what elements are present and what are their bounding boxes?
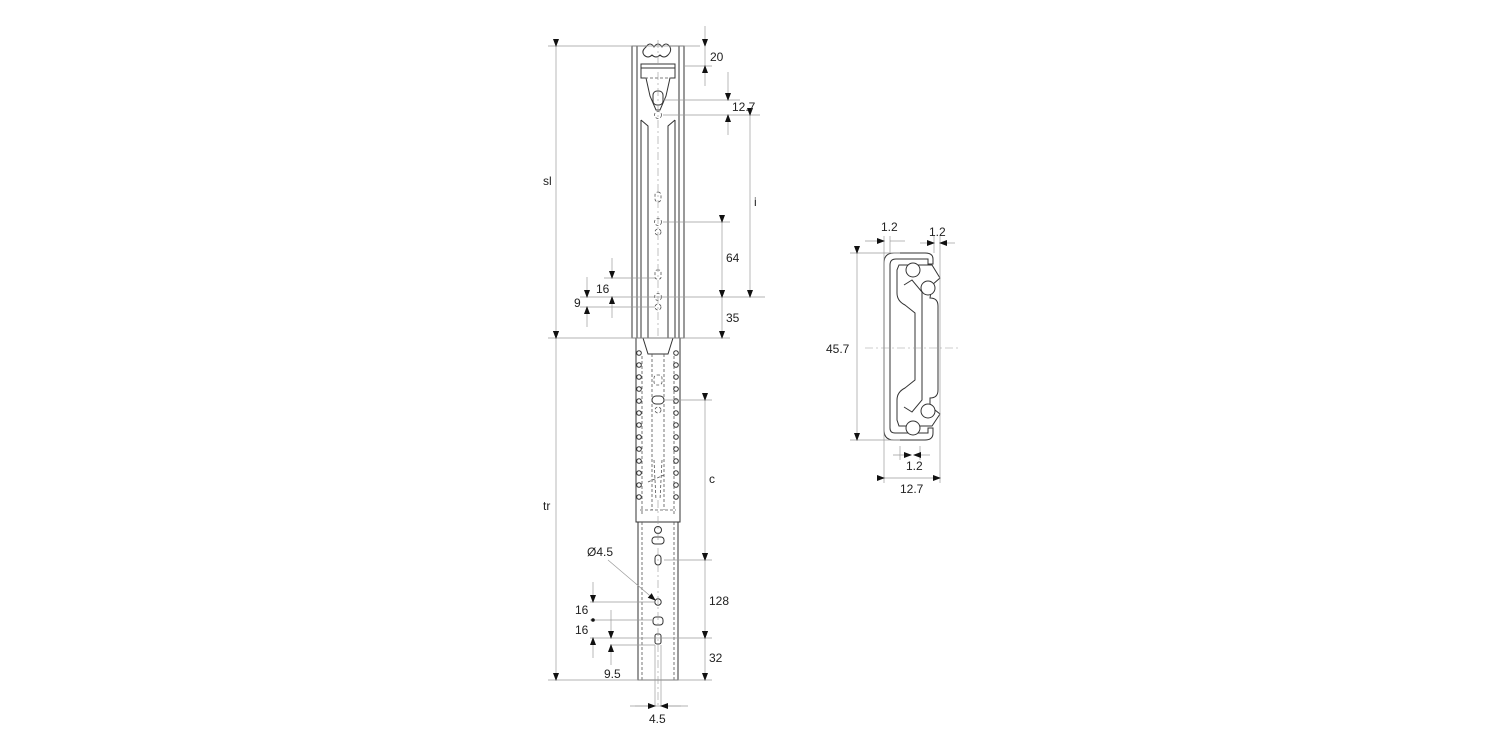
dim-label-wall-left: 1.2 bbox=[881, 220, 898, 234]
ball-bearings-right bbox=[673, 350, 679, 500]
dim-label-pitch-16-b: 16 bbox=[575, 623, 589, 637]
dim-label-offset-32: 32 bbox=[709, 651, 723, 665]
dim-label-slot-width: 4.5 bbox=[649, 712, 666, 726]
ball-bottom-2 bbox=[905, 420, 921, 436]
ball-top-1 bbox=[905, 262, 921, 278]
dim-label-width: 12.7 bbox=[900, 482, 924, 496]
outer-rail bbox=[631, 40, 685, 339]
ball-bearings-left bbox=[636, 350, 642, 500]
dim-label-hole-pitch-top: 12.7 bbox=[732, 100, 756, 114]
dim-label-tr: tr bbox=[543, 499, 550, 513]
dim-label-height: 45.7 bbox=[826, 342, 850, 356]
dim-label-top-offset: 20 bbox=[710, 50, 724, 64]
cross-section-view: 1.2 1.2 45.7 1.2 12.7 bbox=[826, 220, 960, 496]
dim-label-c: c bbox=[709, 472, 715, 486]
dim-label-inner-gap: 1.2 bbox=[906, 459, 923, 473]
dim-label-wall-right: 1.2 bbox=[929, 225, 946, 239]
dim-label-pitch-128: 128 bbox=[709, 594, 729, 608]
ball-top-2 bbox=[920, 280, 936, 296]
dim-label-offset-9: 9 bbox=[574, 296, 581, 310]
dim-label-pitch-64: 64 bbox=[726, 251, 740, 265]
dim-label-pitch-16-a: 16 bbox=[575, 603, 589, 617]
dim-label-sl: sl bbox=[543, 174, 552, 188]
dim-label-offset-35: 35 bbox=[726, 311, 740, 325]
dimension-lines bbox=[548, 26, 765, 709]
ball-bottom-1 bbox=[920, 403, 936, 419]
middle-rail bbox=[635, 337, 681, 523]
dim-label-i: i bbox=[754, 195, 757, 209]
dim-label-offset-9-5: 9.5 bbox=[604, 667, 621, 681]
side-view: sl tr 20 12.7 i 64 16 9 35 c Ø4.5 128 16… bbox=[543, 26, 765, 726]
inner-rail bbox=[637, 500, 679, 706]
dim-label-hole-dia: Ø4.5 bbox=[587, 545, 613, 559]
dim-label-pitch-16-upper: 16 bbox=[596, 282, 610, 296]
